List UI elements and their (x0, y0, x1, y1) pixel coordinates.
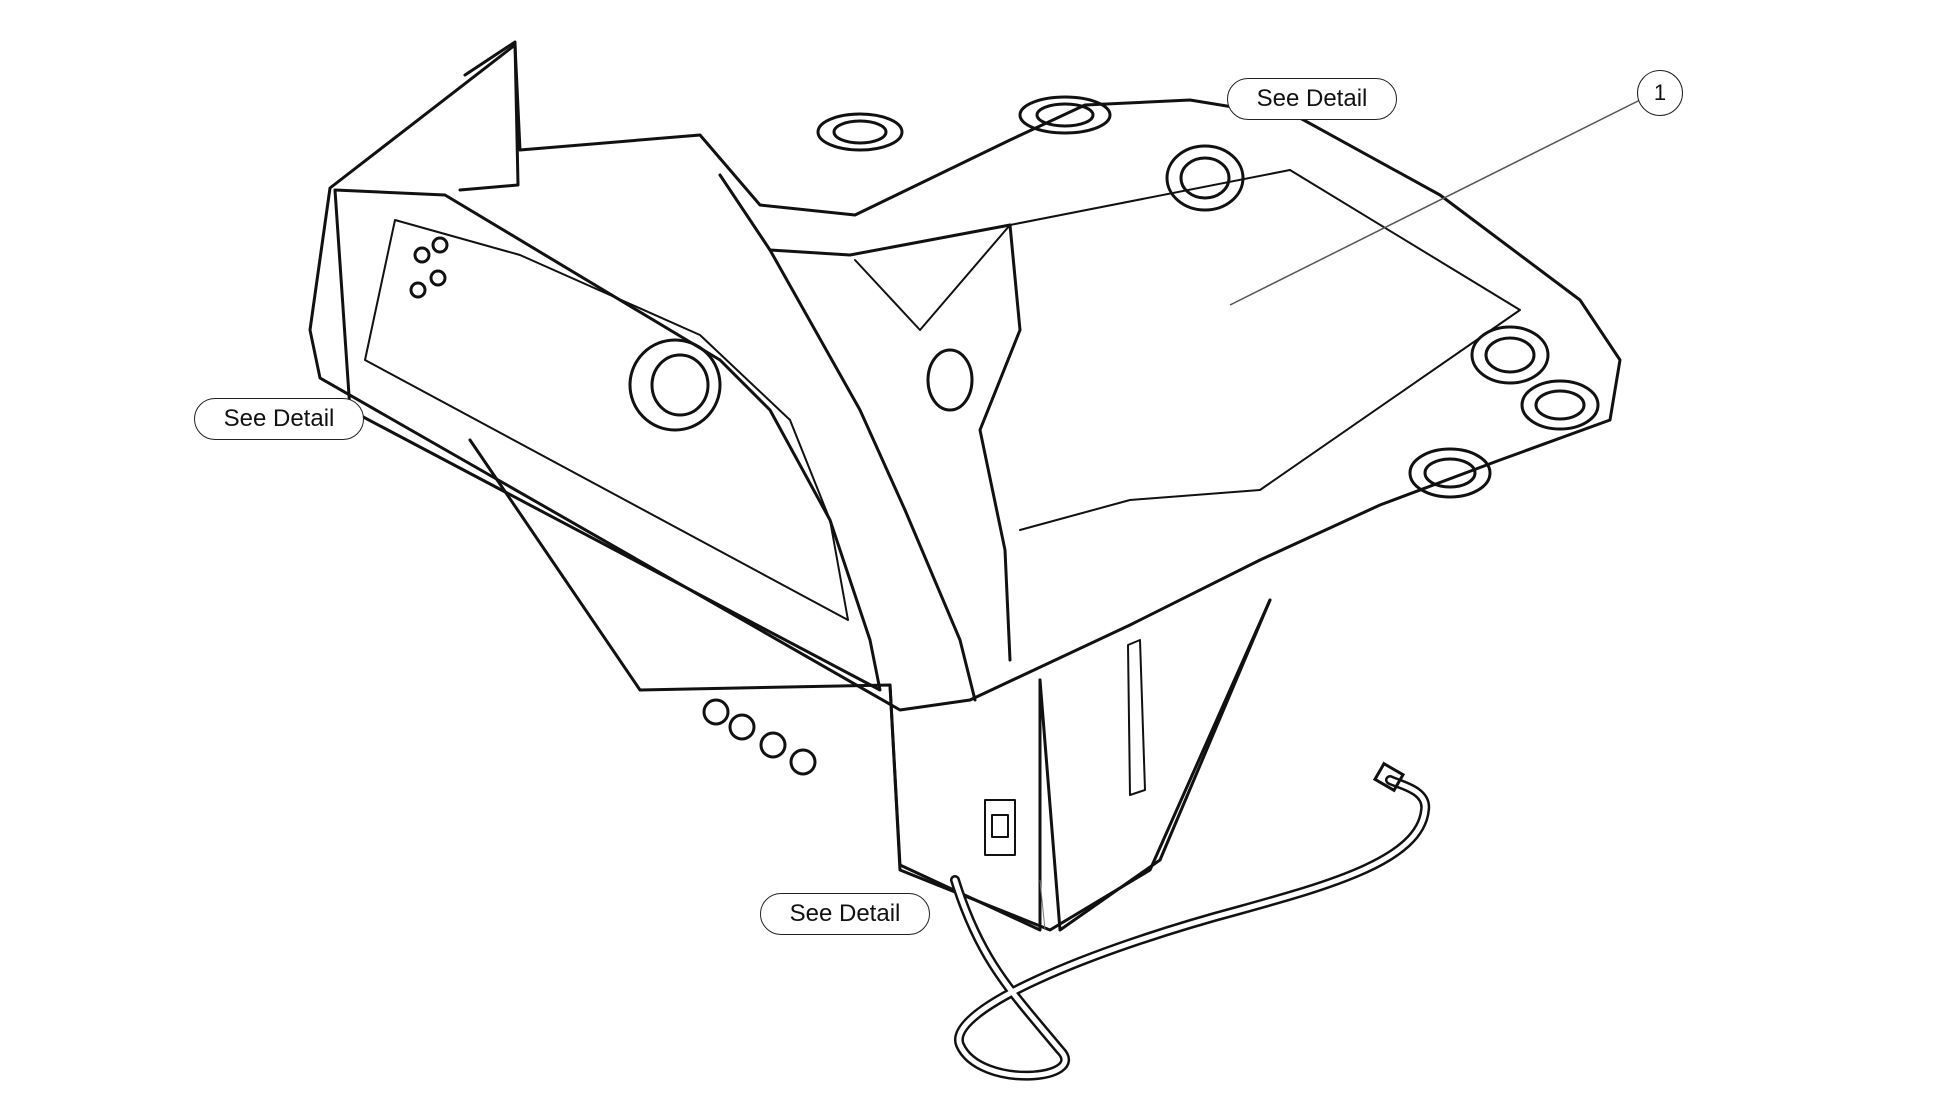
grommet-3 (1165, 144, 1245, 212)
grommet-2 (1018, 95, 1112, 135)
grommet-1 (816, 112, 904, 152)
grommet-1-inner (832, 119, 888, 145)
bracket-left (984, 799, 1016, 856)
hole-a (413, 246, 431, 264)
grommet-2-inner (1035, 102, 1095, 128)
see-detail-callout-left[interactable]: See Detail (194, 398, 364, 440)
large-port-inner (650, 353, 710, 417)
nut-4 (789, 748, 817, 776)
cable-core (952, 777, 1428, 1079)
grommet-3-inner (1179, 156, 1231, 200)
cable (950, 775, 1431, 1081)
hole-d (429, 269, 447, 287)
nut-3 (759, 731, 787, 759)
hole-b (431, 236, 449, 254)
lower-body (468, 438, 1272, 932)
housing-rim (308, 43, 1622, 712)
item-balloon-1: 1 (1637, 70, 1683, 116)
right-floor (1009, 169, 1521, 531)
left-wing-inner (364, 219, 849, 621)
grommet-5 (1520, 379, 1600, 431)
lower-front-panel (888, 678, 1042, 932)
slot-right (1127, 639, 1146, 796)
balloon-1-leader (1229, 99, 1641, 306)
switch-square (991, 814, 1009, 838)
grommet-4-inner (1484, 336, 1536, 374)
see-detail-callout-bottom[interactable]: See Detail (760, 893, 930, 935)
nut-1 (702, 698, 730, 726)
tall-fin (458, 40, 520, 192)
center-ridge-2 (768, 223, 1022, 662)
large-port (628, 338, 722, 432)
nut-2 (728, 713, 756, 741)
see-detail-callout-top[interactable]: See Detail (1227, 78, 1397, 120)
lower-right-panel (1038, 598, 1272, 932)
center-ridge (718, 173, 977, 702)
grommet-4 (1470, 325, 1550, 385)
center-channel (854, 224, 1011, 331)
bottom-callout-leader (1039, 879, 1046, 931)
grommet-6-inner (1423, 457, 1477, 489)
grommet-6 (1408, 447, 1492, 499)
hole-c (409, 281, 427, 299)
grommet-5-inner (1534, 389, 1586, 421)
cable-connector (1372, 761, 1406, 793)
grommet-7 (926, 348, 974, 412)
